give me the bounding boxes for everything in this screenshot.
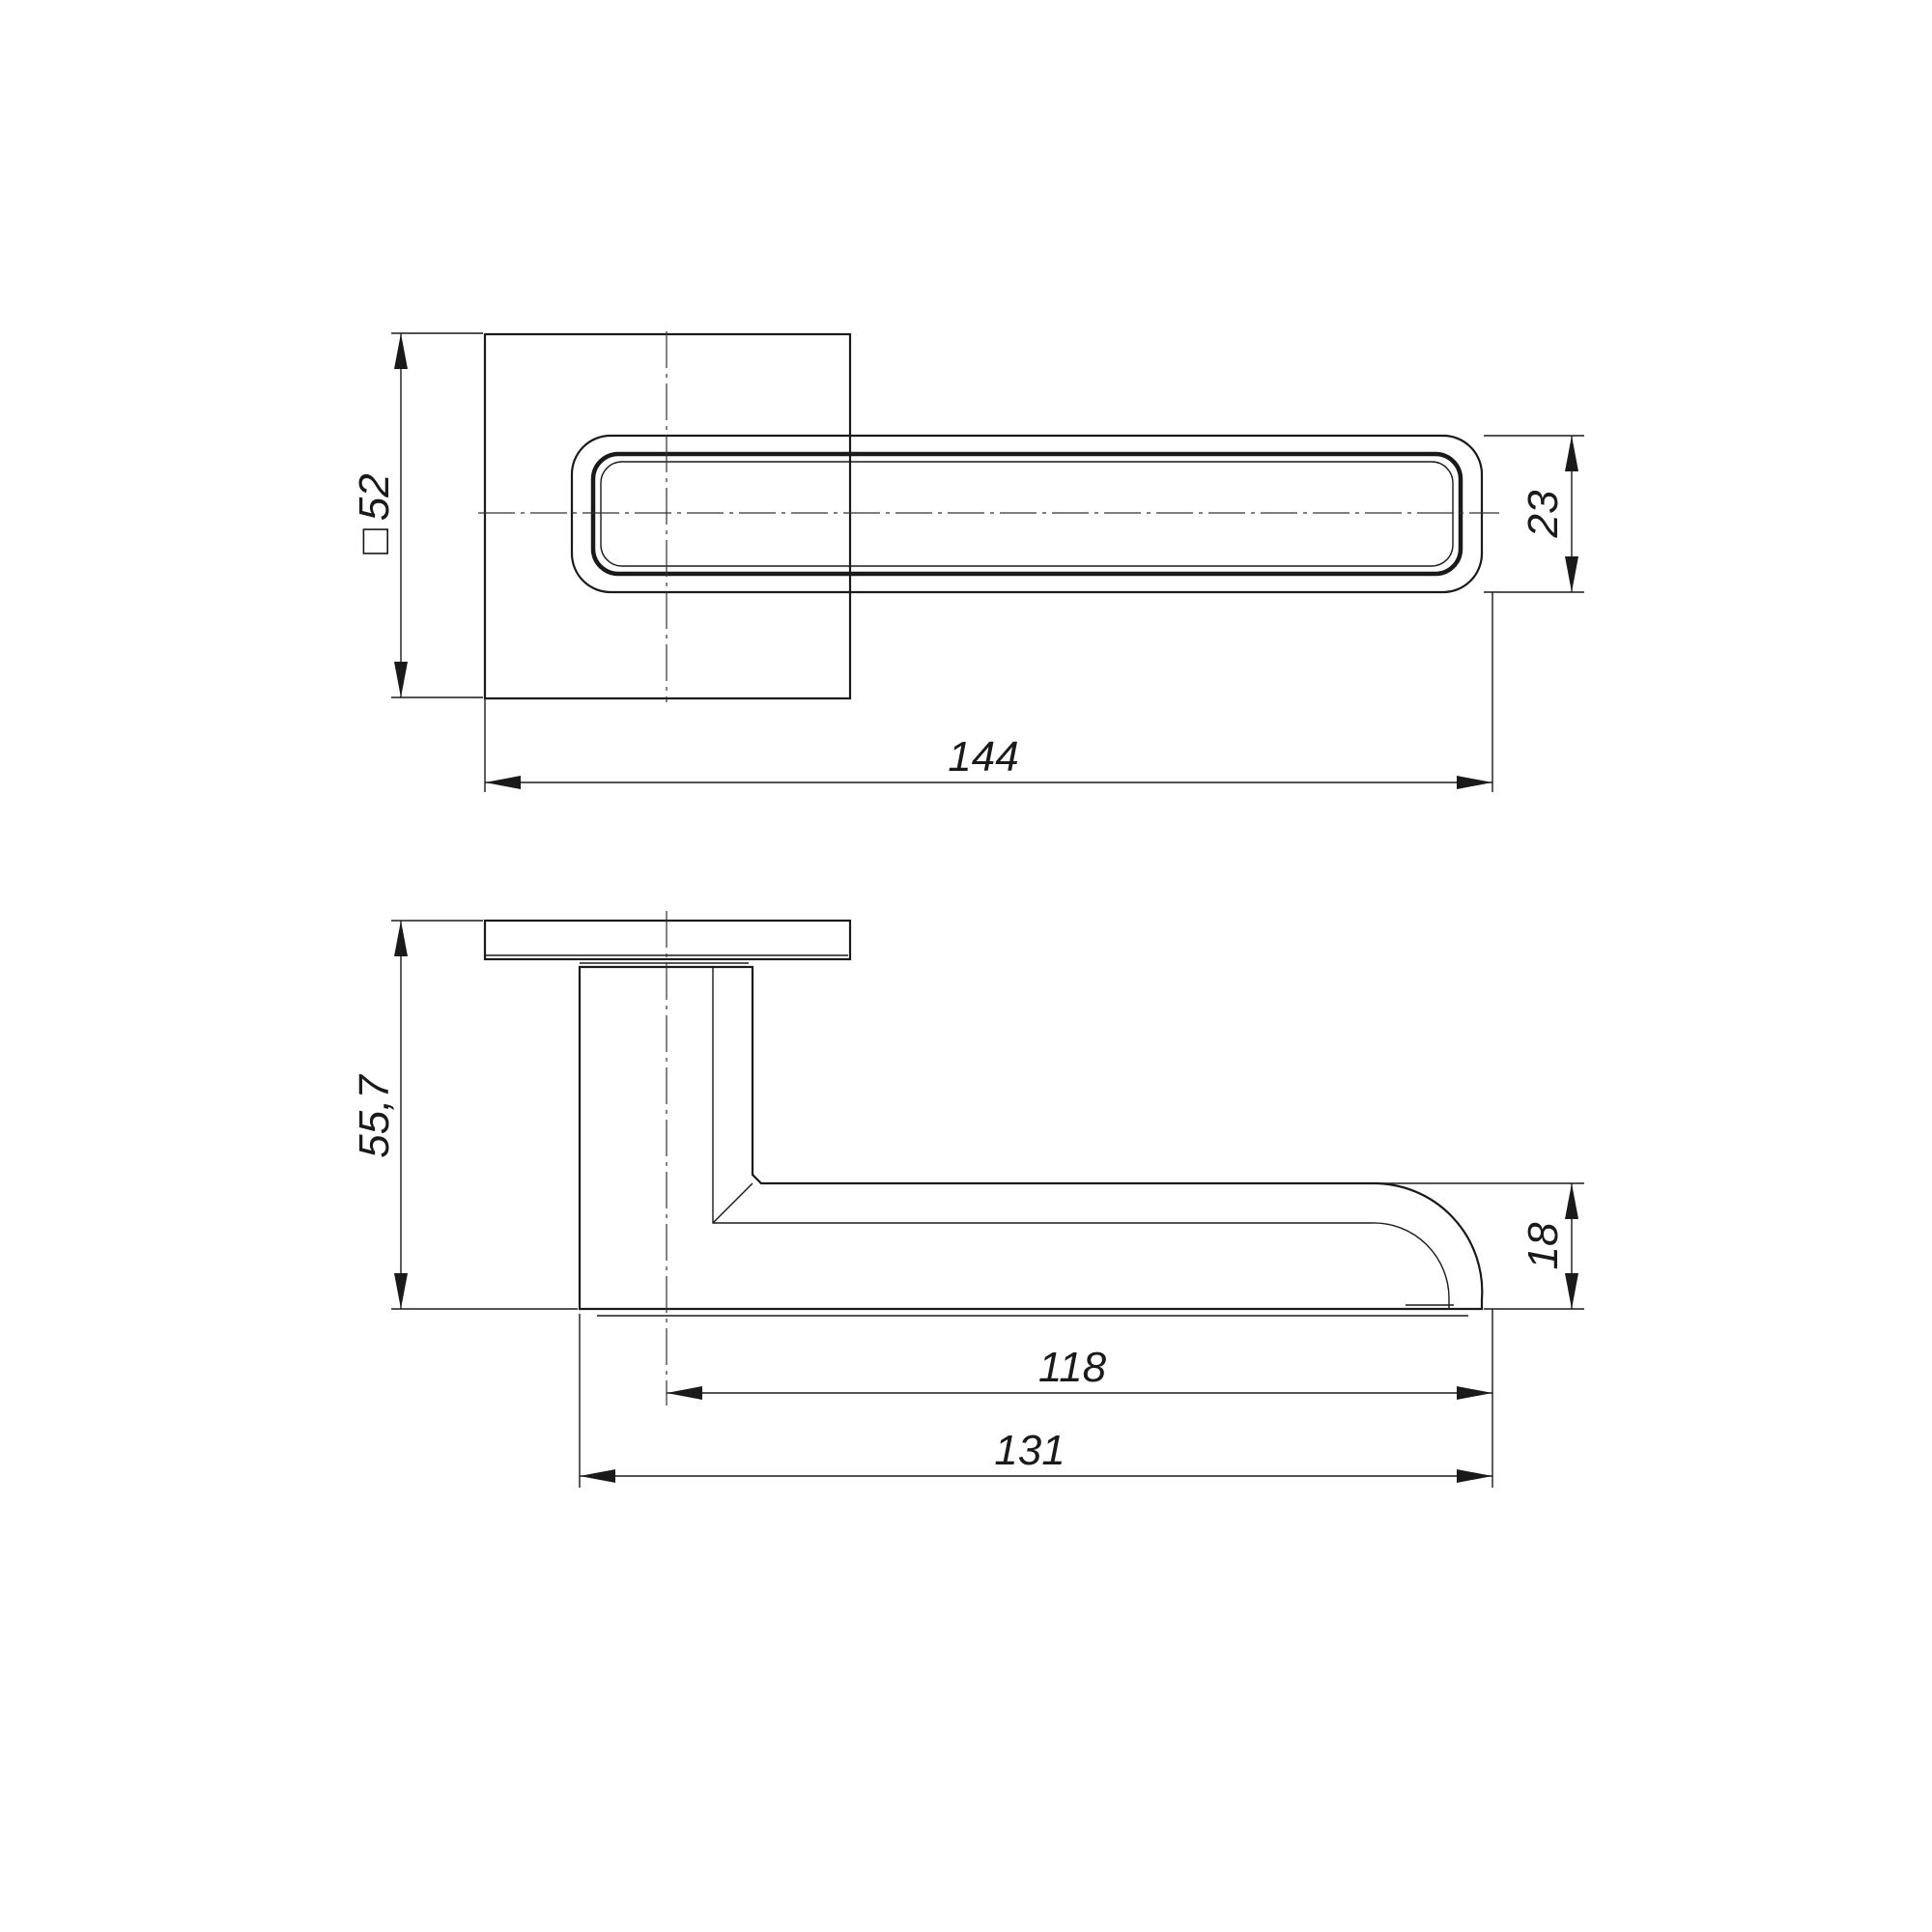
lever-inner-recess (590, 451, 1463, 577)
handle-height-value: 23 (1520, 490, 1567, 538)
lever-length-from-axis-value: 118 (1038, 1344, 1107, 1391)
dimension-overall-height: 55,7 (351, 920, 578, 1310)
overall-height-value: 55,7 (351, 1074, 398, 1158)
top-view: □ 52 23 144 (351, 331, 1584, 792)
dimension-overall-length-top: 144 (484, 592, 1493, 792)
lever-inner-line (600, 461, 1454, 567)
dimension-overall-length-side: 131 (579, 1314, 1492, 1488)
rose-plate (483, 332, 852, 700)
rose-plate-side (483, 919, 852, 961)
dimension-lever-length-from-axis: 118 (667, 1309, 1493, 1488)
lever-inner-line (712, 967, 1450, 1309)
dimension-grip-thickness: 18 (1372, 1182, 1584, 1310)
side-view: 55,7 18 118 131 (351, 911, 1584, 1488)
dimension-rose-size: □ 52 (351, 332, 483, 698)
overall-length-top-value: 144 (948, 733, 1018, 781)
lever-body-side (578, 965, 1484, 1311)
rose-size-symbol: □ (351, 528, 398, 554)
overall-length-side-value: 131 (994, 1427, 1065, 1474)
grip-thickness-value: 18 (1520, 1222, 1567, 1269)
dimension-handle-height: 23 (1484, 435, 1584, 593)
rose-size-value: 52 (351, 473, 398, 521)
lever-outer-outline (570, 434, 1484, 594)
svg-text:□52: □ 52 (351, 473, 398, 554)
